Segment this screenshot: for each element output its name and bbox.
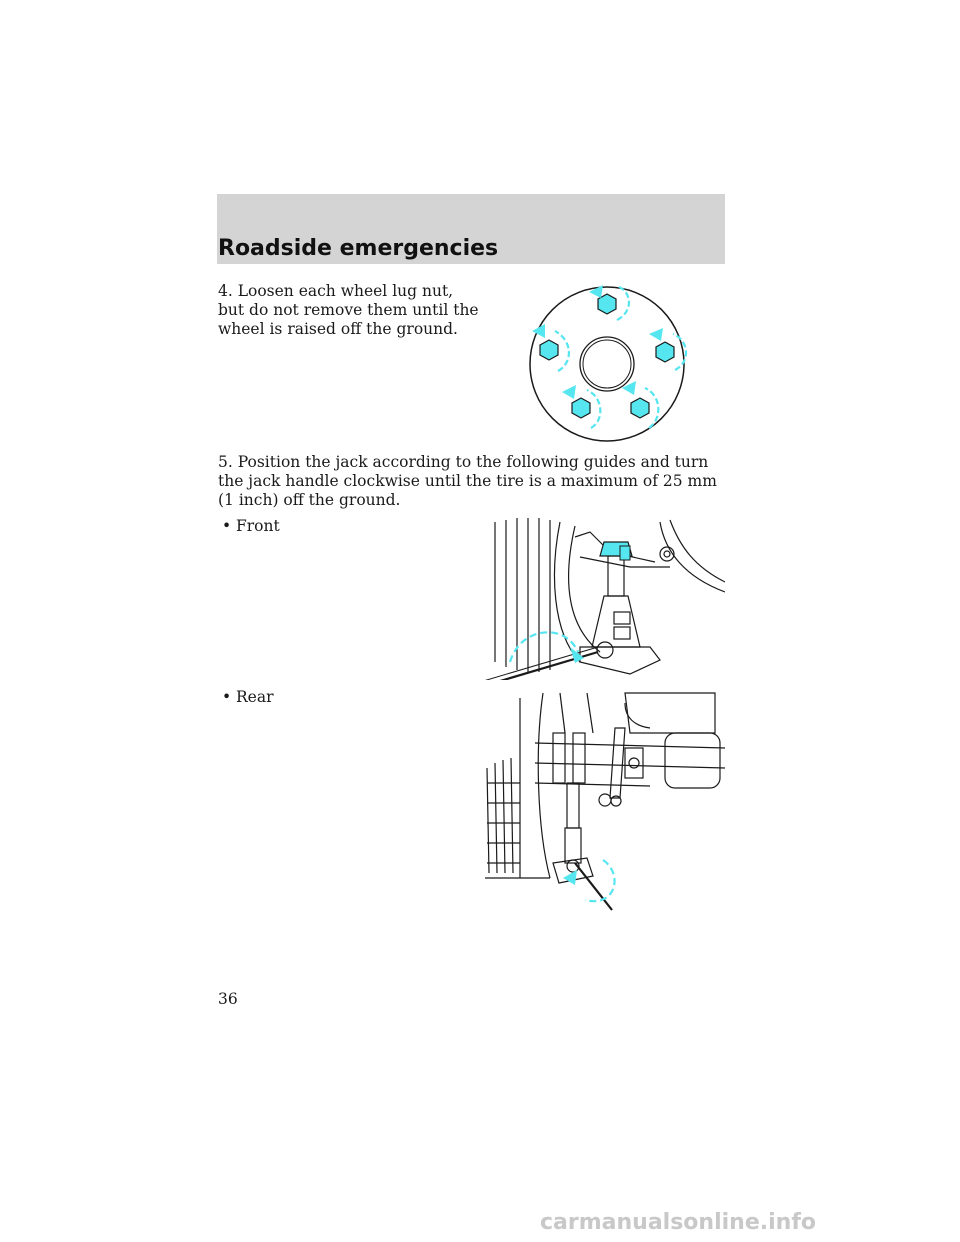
watermark-text: carmanualsonline.info [540,1210,816,1235]
front-jack-diagram [484,518,725,680]
bullet-symbol: • [222,517,232,535]
rear-jack-diagram [485,692,725,911]
step-5-text: 5. Position the jack according to the fo… [218,453,717,509]
bullet-label-rear: Rear [236,688,274,706]
bullet-rear: •Rear [222,688,274,707]
wheel-lug-nut-diagram [529,284,688,442]
step-4-text: 4. Loosen each wheel lug nut, but do not… [218,282,479,338]
section-title: Roadside emergencies [218,236,499,261]
page-number: 36 [218,990,238,1008]
section-header-band [217,194,725,264]
bullet-front: •Front [222,517,280,536]
bullet-label-front: Front [236,517,280,535]
bullet-symbol: • [222,688,232,706]
